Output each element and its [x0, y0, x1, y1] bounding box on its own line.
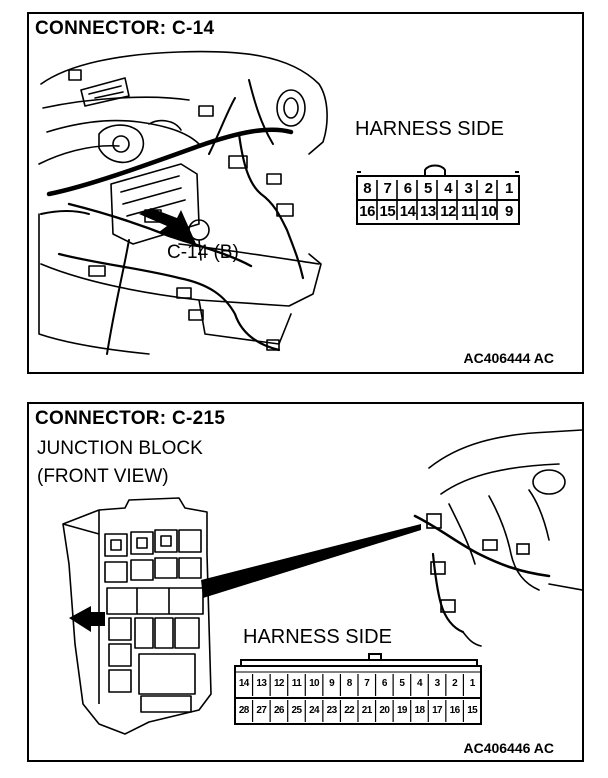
connector-c14-panel: CONNECTOR: C-14	[27, 12, 584, 374]
connector-c215-panel: CONNECTOR: C-215 JUNCTION BLOCK (FRONT V…	[27, 402, 584, 762]
pin-4: 4	[444, 180, 453, 197]
front-view-label: (FRONT VIEW)	[37, 466, 169, 487]
pin-22: 22	[344, 705, 355, 716]
pin-14: 14	[238, 678, 250, 689]
pin-10: 10	[480, 203, 497, 220]
pin-4: 4	[416, 678, 423, 689]
pointer-arrow-icon	[139, 208, 197, 246]
pin-5: 5	[399, 678, 405, 689]
pin-9: 9	[504, 203, 513, 220]
pin-1: 1	[504, 180, 513, 197]
pin-20: 20	[379, 705, 390, 716]
location-leader-wedge	[201, 524, 421, 598]
pin-16: 16	[449, 705, 461, 716]
pin-10: 10	[309, 678, 320, 689]
pin-8: 8	[363, 180, 372, 197]
pin-3: 3	[464, 180, 473, 197]
panel2-title: CONNECTOR: C-215	[35, 408, 226, 429]
pin-15: 15	[379, 203, 396, 220]
panel1-title: CONNECTOR: C-14	[35, 18, 215, 39]
pin-13: 13	[420, 203, 436, 220]
pin-7: 7	[383, 180, 392, 197]
pin-13: 13	[256, 678, 267, 689]
pin-5: 5	[423, 180, 432, 197]
pin-12: 12	[440, 203, 456, 220]
panel2-harness-side-label: HARNESS SIDE	[243, 626, 392, 648]
panel1-harness-side-label: HARNESS SIDE	[355, 118, 504, 140]
pin-24: 24	[309, 705, 320, 716]
dashboard-harness-illustration	[38, 50, 520, 355]
pin-21: 21	[361, 705, 373, 716]
pin-25: 25	[291, 705, 303, 716]
pin-16: 16	[359, 203, 375, 220]
pin-28: 28	[238, 705, 250, 716]
pin-11: 11	[460, 203, 476, 220]
pin-27: 27	[256, 705, 267, 716]
pin-2: 2	[452, 678, 458, 689]
junction-block-label: JUNCTION BLOCK	[37, 438, 203, 459]
pin-2: 2	[484, 180, 493, 197]
pin-15: 15	[467, 705, 478, 716]
connector-callout-c14-b: C-14 (B)	[167, 242, 239, 263]
pin-3: 3	[434, 678, 441, 689]
pin-11: 11	[291, 678, 302, 689]
panel1-figure-code: AC406444 AC	[463, 350, 554, 366]
pin-9: 9	[329, 678, 335, 689]
pin-19: 19	[396, 705, 408, 716]
junction-block-illustration	[62, 429, 582, 735]
pin-26: 26	[273, 705, 285, 716]
pin-14: 14	[399, 203, 416, 220]
pin-1: 1	[469, 678, 476, 689]
junction-block-arrow-icon	[69, 606, 105, 632]
pin-6: 6	[381, 678, 388, 689]
pin-6: 6	[403, 180, 412, 197]
pin-12: 12	[273, 678, 285, 689]
pin-17: 17	[432, 705, 443, 716]
pin-7: 7	[364, 678, 370, 689]
panel2-figure-code: AC406446 AC	[463, 740, 554, 756]
pin-8: 8	[346, 678, 353, 689]
pin-18: 18	[414, 705, 426, 716]
pin-23: 23	[326, 705, 338, 716]
